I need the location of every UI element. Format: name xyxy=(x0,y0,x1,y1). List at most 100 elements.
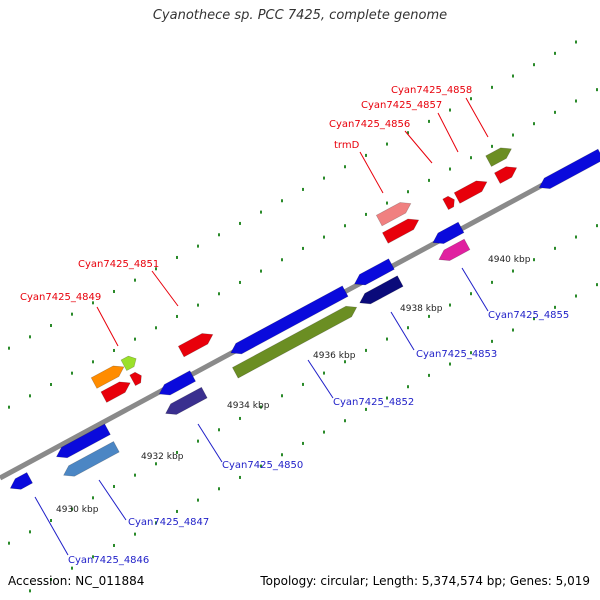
scale-dot xyxy=(281,453,283,457)
scale-dot xyxy=(71,371,73,375)
scale-dot xyxy=(428,373,430,377)
gene-arrow xyxy=(382,218,420,244)
scale-dot xyxy=(29,530,31,534)
scale-dot xyxy=(134,473,136,477)
scale-dot xyxy=(407,190,409,194)
scale-dot xyxy=(260,405,262,409)
scale-dot xyxy=(92,360,94,364)
gene-arrow xyxy=(438,238,471,261)
scale-dot xyxy=(323,176,325,180)
scale-dot xyxy=(344,165,346,169)
gene-arrow xyxy=(158,370,196,396)
leader-line xyxy=(390,311,415,351)
leader-line xyxy=(461,267,489,312)
scale-dot xyxy=(71,507,73,511)
scale-dot xyxy=(575,294,577,298)
scale-dot xyxy=(554,51,556,55)
scale-dot xyxy=(197,439,199,443)
gene-arrow xyxy=(442,195,455,211)
leader-line xyxy=(34,496,69,556)
scale-dot xyxy=(575,235,577,239)
scale-dot xyxy=(197,303,199,307)
tick-label: 4930 kbp xyxy=(56,505,99,515)
scale-dot xyxy=(92,496,94,500)
scale-dot xyxy=(113,289,115,293)
scale-dot xyxy=(239,280,241,284)
scale-dot xyxy=(344,360,346,364)
scale-dot xyxy=(176,255,178,259)
scale-dot xyxy=(365,212,367,216)
scale-dot xyxy=(491,339,493,343)
tick-label: 4936 kbp xyxy=(313,351,356,361)
leader-line xyxy=(197,423,223,463)
scale-dot xyxy=(113,348,115,352)
gene-arrow xyxy=(453,180,488,204)
scale-dot xyxy=(197,498,199,502)
scale-dot xyxy=(428,119,430,123)
scale-dot xyxy=(533,258,535,262)
scale-dot xyxy=(218,428,220,432)
scale-dot xyxy=(134,532,136,536)
scale-dot xyxy=(470,351,472,355)
scale-dot xyxy=(50,383,52,386)
scale-dot xyxy=(218,233,220,237)
scale-dot xyxy=(386,201,388,205)
scale-dot xyxy=(554,246,556,250)
map-title: Cyanothece sp. PCC 7425, complete genome xyxy=(152,8,448,23)
scale-dot xyxy=(512,74,514,78)
scale-dot xyxy=(176,314,178,318)
scale-dot xyxy=(8,346,10,350)
gene-arrow xyxy=(494,166,518,184)
scale-dot xyxy=(155,267,157,271)
scale-dot xyxy=(449,362,451,366)
gene-arrow xyxy=(359,275,404,305)
tick-label: 4934 kbp xyxy=(227,401,270,411)
scale-dots xyxy=(8,40,598,593)
scale-dot xyxy=(197,244,199,248)
scale-dot xyxy=(260,464,262,468)
scale-dot xyxy=(491,85,493,89)
scale-dot xyxy=(8,405,10,409)
gene-label: Cyan7425_4850 xyxy=(222,460,303,471)
scale-dot xyxy=(491,280,493,284)
scale-dot xyxy=(176,450,178,454)
scale-dot xyxy=(239,416,241,420)
scale-dot xyxy=(470,292,472,296)
gene-label: Cyan7425_4852 xyxy=(333,397,414,408)
gene-arrow xyxy=(177,333,214,358)
gene-arrow xyxy=(165,386,208,415)
tick-labels: 4930 kbp 4932 kbp 4934 kbp 4936 kbp 4938… xyxy=(56,255,531,515)
scale-dot xyxy=(8,541,10,545)
scale-dot xyxy=(113,543,115,547)
scale-dot xyxy=(596,224,598,228)
scale-dot xyxy=(365,407,367,411)
scale-dot xyxy=(29,394,31,398)
scale-dot xyxy=(344,224,346,228)
gene-arrow xyxy=(100,381,131,403)
scale-dot xyxy=(533,317,535,321)
scale-dot xyxy=(218,487,220,491)
scale-dot xyxy=(281,394,283,398)
scale-dot xyxy=(302,246,304,250)
scale-dot xyxy=(344,419,346,423)
scale-dot xyxy=(50,324,52,327)
scale-dot xyxy=(470,156,472,160)
scale-dot xyxy=(239,475,241,479)
leader-line xyxy=(307,359,334,399)
gene-arrow xyxy=(354,258,395,286)
gene-arrow xyxy=(230,285,349,355)
gene-arrow xyxy=(538,148,600,189)
gene-label: trmD xyxy=(334,140,360,151)
gene-features xyxy=(9,147,600,490)
scale-dot xyxy=(155,462,157,466)
scale-dot xyxy=(323,371,325,375)
scale-dot xyxy=(155,521,157,525)
scale-dot xyxy=(50,578,52,581)
scale-dot xyxy=(239,221,241,225)
gene-label: Cyan7425_4856 xyxy=(329,119,410,130)
scale-dot xyxy=(92,555,94,559)
tick-label: 4938 kbp xyxy=(400,304,443,314)
leader-line xyxy=(96,306,119,347)
scale-dot xyxy=(176,509,178,513)
gene-arrow xyxy=(129,371,142,387)
